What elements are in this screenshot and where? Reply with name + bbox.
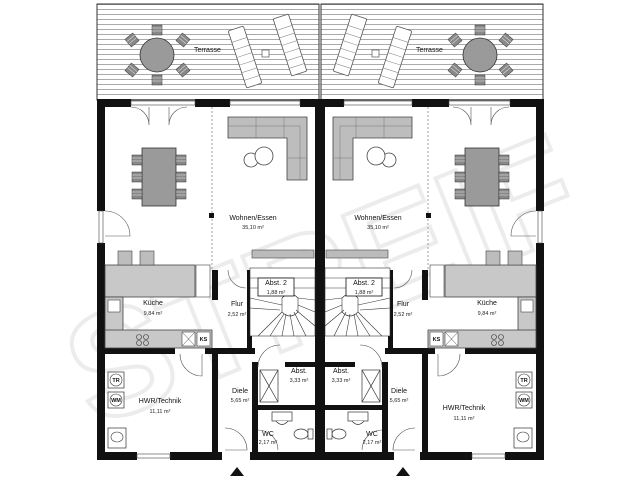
terrace-right [320,3,544,101]
storage2-box-right [345,277,383,297]
entrance-arrow-left-icon [230,467,244,476]
storage-area-left: 3,33 m² [290,378,309,384]
terrace-label-right: Terrasse [416,47,443,54]
storage2-name-right: Abst. 2 [353,280,375,287]
room-labels-left: Wohnen/Essen 35,10 m² Küche 9,84 m² Flur… [139,215,309,446]
dryer-label-right: TR [520,378,527,384]
room-labels-right: Wohnen/Essen 35,10 m² Küche 9,84 m² Flur… [332,215,497,446]
washer-label-right: WM [519,398,529,404]
hall-area-left: 2,52 m² [228,312,247,318]
storage-area-right: 3,33 m² [332,378,351,384]
dryer-label-left: TR [112,378,119,384]
counter-strip-right [325,249,389,259]
utility-name-right: HWR/Technik [443,405,486,412]
hwr-appliances-left: TR WM [107,371,127,449]
wc-fixtures-right [326,411,369,440]
living-name-left: Wohnen/Essen [229,215,276,222]
wc-fixtures-left [271,411,314,440]
counter-strip-left [251,249,315,259]
fridge-label-left: KS [200,337,208,343]
shaft-left [259,369,279,403]
living-area-left: 35,10 m² [242,225,264,231]
kitchen-area-right: 9,84 m² [478,311,497,317]
wc-area-right: 2,17 m² [363,440,382,446]
wc-area-left: 2,17 m² [259,440,278,446]
utility-area-left: 11,11 m² [150,409,171,415]
column-right [426,213,431,218]
washer-label-left: WM [111,398,121,404]
kitchen-name-right: Küche [477,300,497,307]
storage2-area-right: 1,88 m² [355,290,374,296]
living-name-right: Wohnen/Essen [354,215,401,222]
storage-name-right: Abst. [333,368,349,375]
storage2-box-left [257,277,295,297]
utility-area-right: 11,11 m² [454,416,475,422]
entry-name-right: Diele [391,388,407,395]
storage-name-left: Abst. [291,368,307,375]
hall-name-right: Flur [397,301,410,308]
kitchen-left: KS [104,250,213,349]
hall-name-left: Flur [231,301,244,308]
terrace-label-left: Terrasse [194,47,221,54]
entry-area-left: 5,65 m² [231,398,250,404]
hwr-appliances-right: TR WM [513,371,533,449]
utility-name-left: HWR/Technik [139,398,182,405]
kitchen-area-left: 9,84 m² [144,311,163,317]
patio-table-left [124,24,191,86]
coffee-tables-right [366,146,397,168]
fridge-label-right: KS [433,337,441,343]
wc-name-right: WC [366,431,378,438]
column-left [209,213,214,218]
shaft-right [361,369,381,403]
side-table-right [371,49,380,58]
storage2-name-left: Abst. 2 [265,280,287,287]
living-area-right: 35,10 m² [367,225,389,231]
sofa-left [227,116,308,181]
dashed-separators [211,107,429,270]
entry-area-right: 5,65 m² [390,398,409,404]
entry-name-left: Diele [232,388,248,395]
kitchen-name-left: Küche [143,300,163,307]
entrance-arrow-right-icon [396,467,410,476]
interior-walls [105,270,536,452]
dining-table-left [131,147,187,207]
kitchen-right: KS [427,250,537,349]
storage2-area-left: 1,88 m² [267,290,286,296]
doors [104,106,537,451]
windows [98,100,543,459]
coffee-tables-left [243,146,274,168]
wc-name-left: WC [262,431,274,438]
hall-area-right: 2,52 m² [394,312,413,318]
patio-table-right [447,24,514,86]
dining-table-right [454,147,510,207]
side-table-left [261,49,270,58]
sofa-right [332,116,413,181]
exterior-walls [97,99,544,460]
